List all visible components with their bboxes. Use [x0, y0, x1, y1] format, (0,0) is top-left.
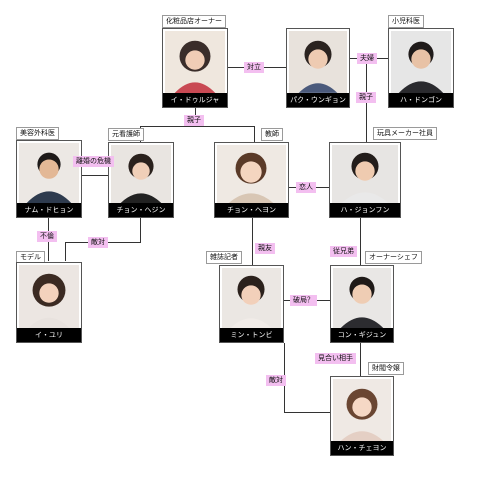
relation-label-gijon-chejon: 見合い相手 [315, 353, 356, 364]
person-name: コン・ギジュン [331, 328, 393, 342]
person-card-gijon: コン・ギジュン [330, 265, 394, 343]
portrait-photo [165, 31, 225, 93]
person-name: ナム・ドヒョン [17, 203, 81, 217]
relation-label-doruja-daughters: 親子 [184, 115, 204, 126]
connector-line [140, 218, 141, 242]
person-card-tonbi: ミン・トンビ [219, 265, 284, 343]
connector-line [284, 412, 330, 413]
portrait-photo [111, 145, 171, 203]
relation-label-doruja-unhyon: 対立 [244, 62, 264, 73]
relation-label-tonbi-chejon: 敵対 [266, 375, 286, 386]
relation-label-dohyon-hejin: 離婚の危機 [73, 156, 114, 167]
role-tag-dohyon: 美容外科医 [16, 127, 59, 140]
connector-line [65, 242, 66, 261]
role-tag-jonfan: 玩具メーカー社員 [373, 127, 437, 140]
portrait-photo [333, 379, 391, 441]
person-name: ミン・トンビ [220, 328, 283, 342]
person-name: イ・ユリ [17, 328, 81, 342]
relation-label-hejin-yuri: 敵対 [88, 237, 108, 248]
relation-label-tonbi-gijon: 破局？ [290, 295, 317, 306]
person-card-hejin: チョン・ヘジン [108, 142, 174, 218]
person-name: チョン・ヘジン [109, 203, 173, 217]
person-name: ハン・チェヨン [331, 441, 393, 455]
role-tag-gijon: オーナーシェフ [365, 251, 422, 264]
role-tag-tonbi: 雑誌記者 [206, 251, 242, 264]
person-name: イ・ドゥルジャ [163, 93, 227, 107]
person-name: ハ・ジョンフン [330, 203, 400, 217]
portrait-photo [222, 268, 281, 328]
role-tag-heyon: 教師 [261, 128, 283, 141]
portrait-photo [217, 145, 286, 203]
person-card-doruja: イ・ドゥルジャ [162, 28, 228, 108]
person-card-yuri: イ・ユリ [16, 262, 82, 343]
relation-label-heyon-jonfan: 恋人 [296, 182, 316, 193]
relation-label-dohyon-yuri: 不倫 [37, 231, 57, 242]
person-card-jonfan: ハ・ジョンフン [329, 142, 401, 218]
person-card-dohyon: ナム・ドヒョン [16, 140, 82, 218]
portrait-photo [391, 31, 451, 93]
person-card-unhyon: パク・ウンギョン [286, 28, 350, 108]
connector-line [140, 126, 254, 127]
portrait-photo [19, 143, 79, 203]
person-name: チョン・ヘヨン [215, 203, 288, 217]
relation-label-parents-jonfan: 親子 [356, 92, 376, 103]
connector-line [360, 218, 361, 265]
person-card-chejon: ハン・チェヨン [330, 376, 394, 456]
person-name: パク・ウンギョン [287, 93, 349, 107]
relation-label-unhyon-dongon: 夫婦 [357, 53, 377, 64]
connector-line [360, 343, 361, 376]
person-name: ハ・ドンゴン [389, 93, 453, 107]
person-card-dongon: ハ・ドンゴン [388, 28, 454, 108]
portrait-photo [19, 265, 79, 328]
relation-label-heyon-tonbi: 親友 [255, 243, 275, 254]
portrait-photo [289, 31, 347, 93]
portrait-photo [333, 268, 391, 328]
person-card-heyon: チョン・ヘヨン [214, 142, 289, 218]
role-tag-hejin: 元看護師 [108, 128, 144, 141]
connector-line [82, 175, 110, 176]
relation-label-jonfan-gijon: 従兄弟 [330, 246, 357, 257]
portrait-photo [332, 145, 398, 203]
role-tag-chejon: 財閥令嬢 [368, 362, 404, 375]
connector-line [254, 126, 255, 142]
role-tag-dongon: 小児科医 [388, 15, 424, 28]
connector-line [252, 218, 253, 265]
role-tag-doruja: 化粧品店オーナー [162, 15, 226, 28]
role-tag-yuri: モデル [16, 251, 45, 264]
